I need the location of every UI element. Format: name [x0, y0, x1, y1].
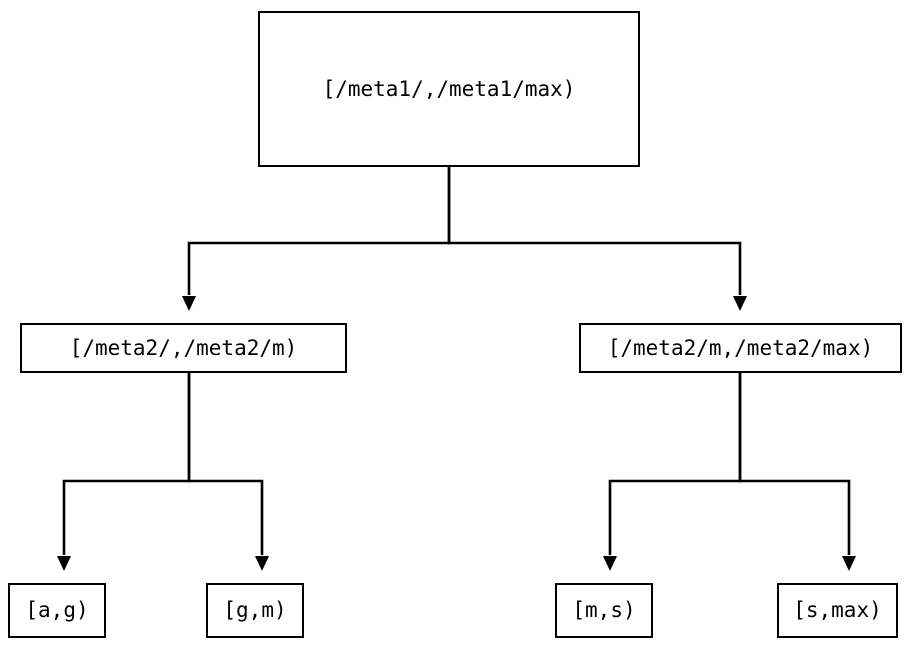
tree-node-mid-right-label: [/meta2/m,/meta2/max): [607, 335, 874, 360]
edge-root-to-mid-left: [182, 167, 451, 311]
tree-node-leaf-smax[interactable]: [s,max): [777, 583, 898, 638]
tree-node-mid-right[interactable]: [/meta2/m,/meta2/max): [579, 323, 902, 373]
edge-mid-right-to-leaf-ms: [603, 373, 742, 571]
edge-mid-right-to-leaf-smax: [738, 373, 856, 571]
tree-node-root[interactable]: [/meta1/,/meta1/max): [258, 11, 640, 167]
edge-root-to-mid-right: [447, 167, 747, 311]
tree-node-leaf-gm-label: [g,m): [223, 598, 287, 622]
tree-node-leaf-smax-label: [s,max): [793, 598, 882, 622]
arrowhead-icon: [57, 556, 71, 571]
edge-mid-left-to-leaf-gm: [187, 373, 269, 571]
tree-node-leaf-ms[interactable]: [m,s): [555, 583, 653, 638]
tree-node-leaf-ag-label: [a,g): [25, 598, 89, 622]
arrowhead-icon: [733, 296, 747, 311]
tree-node-leaf-gm[interactable]: [g,m): [206, 583, 304, 638]
arrowhead-icon: [842, 556, 856, 571]
tree-node-root-label: [/meta1/,/meta1/max): [322, 76, 576, 101]
arrowhead-icon: [255, 556, 269, 571]
edge-mid-left-to-leaf-ag: [57, 373, 191, 571]
arrowhead-icon: [182, 296, 196, 311]
arrowhead-icon: [603, 556, 617, 571]
tree-node-mid-left-label: [/meta2/,/meta2/m): [69, 335, 298, 360]
tree-node-leaf-ms-label: [m,s): [572, 598, 636, 622]
tree-node-mid-left[interactable]: [/meta2/,/meta2/m): [20, 323, 347, 373]
tree-node-leaf-ag[interactable]: [a,g): [8, 583, 106, 638]
